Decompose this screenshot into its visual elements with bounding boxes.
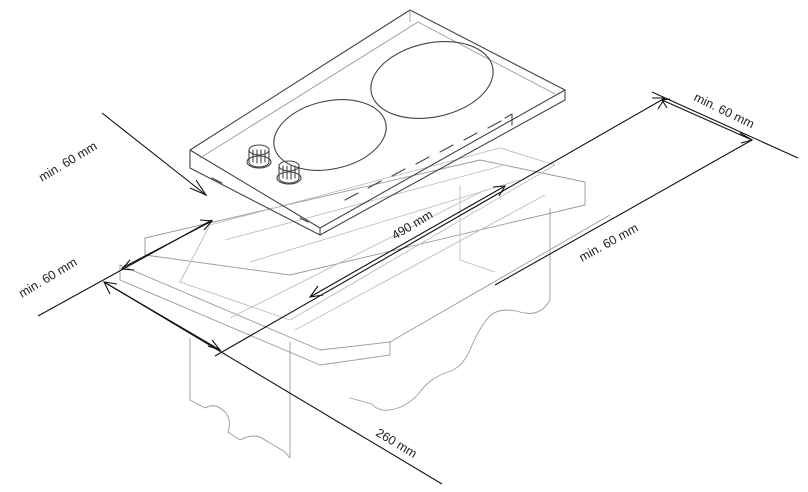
hob (189, 9, 566, 236)
cutout-inner-line-3 (294, 194, 546, 331)
cutout-inner-line-4 (229, 189, 486, 319)
control-knob-left-icon (246, 144, 272, 169)
cabinet-unit (119, 147, 611, 459)
arrow-icon (207, 339, 222, 352)
arrow-icon (199, 219, 214, 231)
cutout-outline (179, 147, 557, 321)
cabinet-side-panel (459, 185, 496, 273)
vent-slots (211, 113, 513, 223)
cabinet-left-side (189, 338, 291, 459)
cutout-inner-line-2 (249, 179, 521, 263)
label-min-front: min. 60 mm (16, 255, 79, 301)
hob-front-edge (189, 149, 321, 236)
hob-right-edge (319, 89, 566, 236)
cooking-zone-front (273, 99, 387, 171)
worktop-slab-front (119, 264, 391, 366)
dimension-min-left (101, 112, 208, 197)
arrow-icon (308, 285, 324, 298)
label-min-right: min. 60 mm (577, 221, 641, 265)
arrow-icon (661, 98, 671, 109)
cooking-zone-rear (370, 41, 494, 119)
dimension-depth (103, 281, 443, 485)
dimension-min-right (494, 91, 799, 286)
control-knob-right-icon (276, 160, 302, 185)
dimension-min-front (37, 219, 214, 317)
cabinet-top-back (144, 159, 586, 276)
worktop-slab-right (389, 214, 611, 343)
arrow-icon (492, 185, 507, 197)
label-min-left: min. 60 mm (36, 139, 99, 185)
hob-frame-inner (199, 21, 556, 159)
arrow-icon (189, 179, 208, 197)
label-depth: 260 mm (373, 426, 419, 461)
hob-top-surface (189, 9, 566, 229)
arrow-icon (120, 259, 135, 271)
cabinet-right-side (349, 208, 551, 411)
arrow-icon (739, 132, 754, 144)
